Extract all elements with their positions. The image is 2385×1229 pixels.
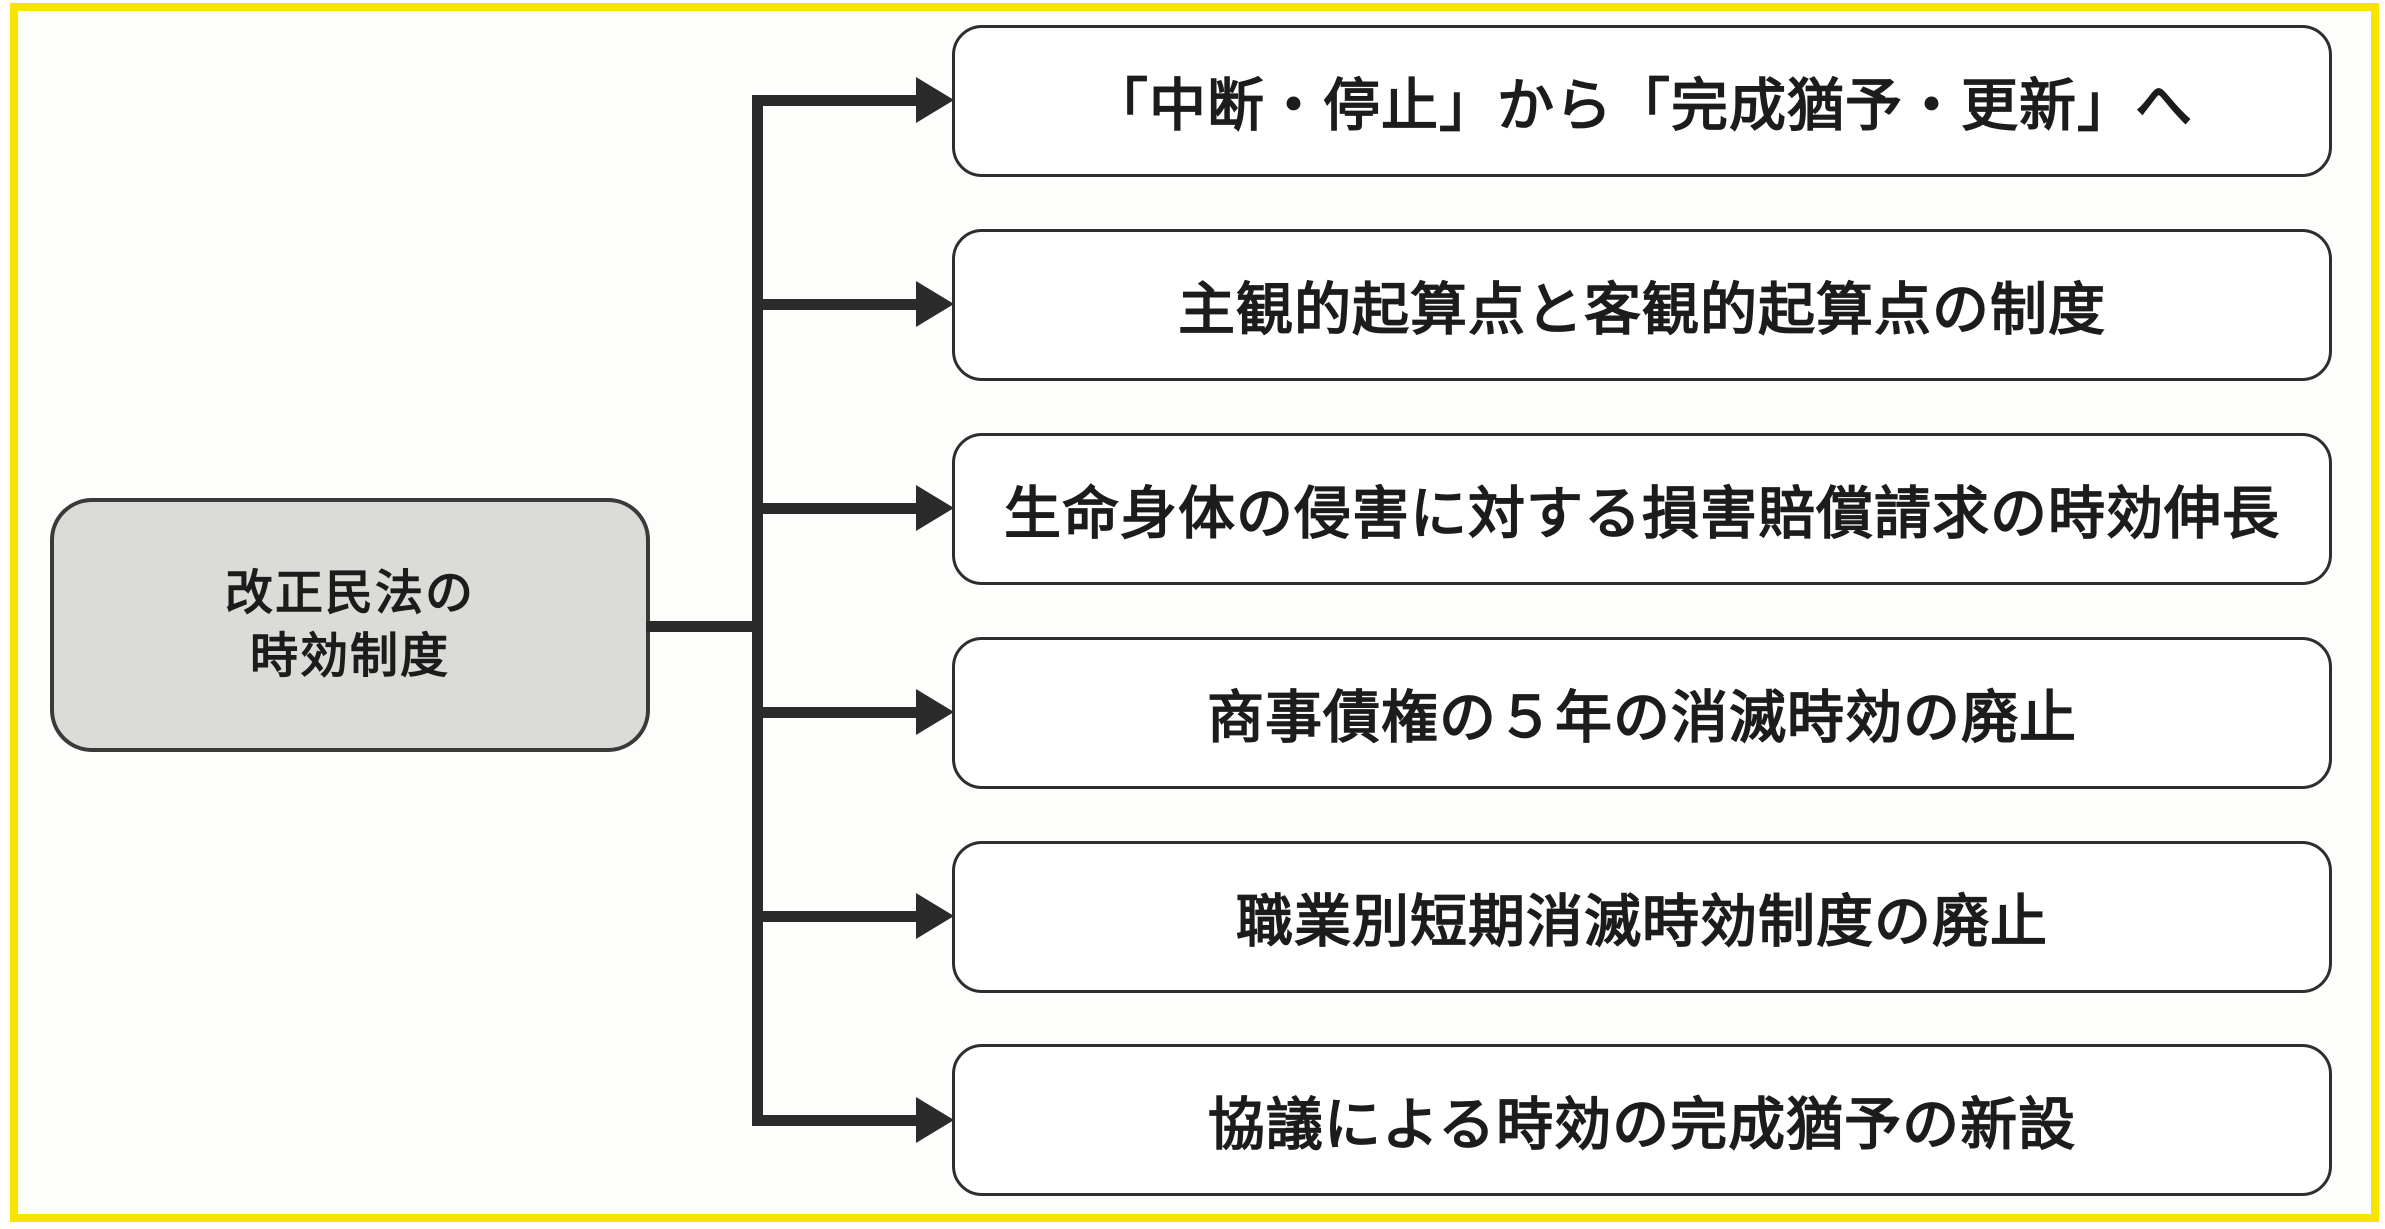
branch-box-label: 「中断・停止」から「完成猶予・更新」へ bbox=[1091, 74, 2193, 138]
connector-branch-line-4 bbox=[752, 707, 918, 718]
connector-branch-line-6 bbox=[752, 1115, 918, 1126]
arrow-right-icon bbox=[916, 689, 954, 735]
branch-box-occupational-short-term-abolition: 職業別短期消滅時効制度の廃止 bbox=[952, 841, 2332, 993]
connector-trunk bbox=[752, 95, 763, 1126]
branch-box-life-body-injury-extension: 生命身体の侵害に対する損害賠償請求の時効伸長 bbox=[952, 433, 2332, 585]
connector-branch-line-5 bbox=[752, 911, 918, 922]
branch-box-label: 商事債権の５年の消滅時効の廃止 bbox=[1207, 686, 2077, 750]
branch-box-label: 主観的起算点と客観的起算点の制度 bbox=[1178, 278, 2106, 342]
arrow-right-icon bbox=[916, 485, 954, 531]
connector-branch-line-3 bbox=[752, 503, 918, 514]
branch-box-label: 生命身体の侵害に対する損害賠償請求の時効伸長 bbox=[1004, 482, 2280, 546]
branch-box-commercial-claim-abolition: 商事債権の５年の消滅時効の廃止 bbox=[952, 637, 2332, 789]
connector-branch-line-1 bbox=[752, 95, 918, 106]
branch-box-subjective-objective-starting-point: 主観的起算点と客観的起算点の制度 bbox=[952, 229, 2332, 381]
arrow-right-icon bbox=[916, 1097, 954, 1143]
arrow-right-icon bbox=[916, 893, 954, 939]
root-node-label-line2: 時効制度 bbox=[249, 630, 450, 683]
connector-branch-line-2 bbox=[752, 299, 918, 310]
branch-box-label: 職業別短期消滅時効制度の廃止 bbox=[1236, 890, 2048, 954]
root-node-label-line1: 改正民法の bbox=[224, 566, 475, 620]
arrow-right-icon bbox=[916, 281, 954, 327]
root-node: 改正民法の 時効制度 bbox=[50, 498, 650, 752]
branch-box-label: 協議による時効の完成猶予の新設 bbox=[1207, 1093, 2077, 1157]
branch-box-negotiation-grace-new: 協議による時効の完成猶予の新設 bbox=[952, 1044, 2332, 1196]
connector-root-stub bbox=[646, 621, 758, 632]
arrow-right-icon bbox=[916, 77, 954, 123]
branch-box-interruption-suspension: 「中断・停止」から「完成猶予・更新」へ bbox=[952, 25, 2332, 177]
